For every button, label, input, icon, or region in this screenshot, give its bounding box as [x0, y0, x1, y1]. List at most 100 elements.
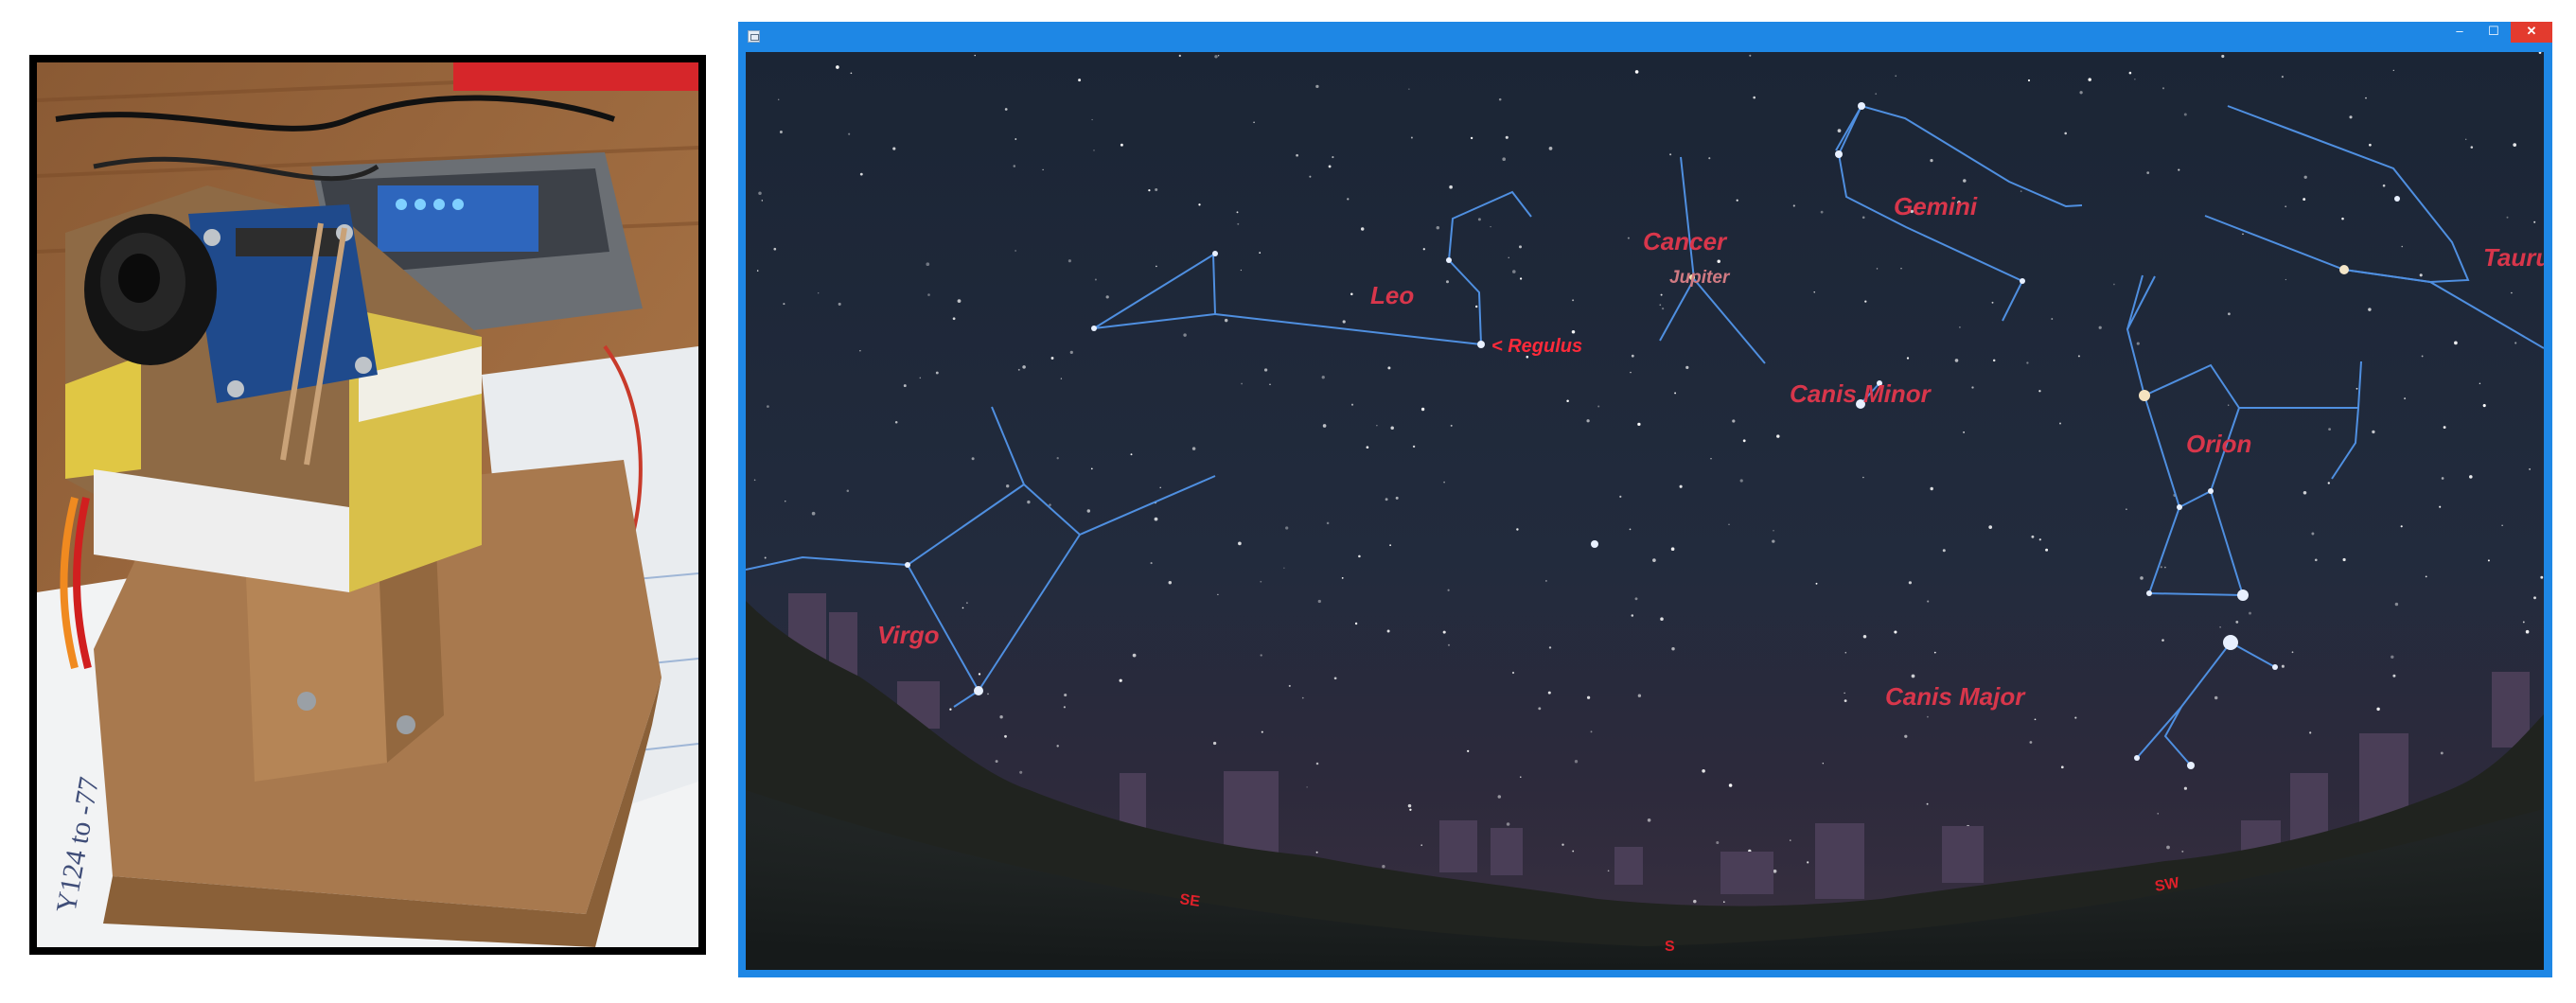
- star: [1561, 843, 1564, 846]
- star: [2242, 233, 2244, 236]
- star: [1436, 225, 1440, 230]
- window-titlebar[interactable]: – ☐ ✕: [738, 22, 2552, 50]
- minimize-button[interactable]: –: [2456, 24, 2463, 38]
- star: [783, 303, 785, 306]
- star: [1574, 760, 1579, 764]
- star: [1358, 554, 1361, 558]
- star: [1661, 307, 1665, 310]
- app-icon: [748, 30, 760, 43]
- jupiter-label: Jupiter: [1669, 268, 1731, 288]
- star: [2487, 559, 2490, 562]
- star: [1959, 326, 1961, 328]
- taurus-lines: [2343, 269, 2544, 349]
- virgo-lines: [906, 484, 1081, 693]
- star: [2342, 557, 2346, 562]
- star: [1904, 734, 1908, 738]
- taurus-label: Taurus: [2483, 243, 2544, 272]
- star: [1408, 88, 1410, 90]
- status-led-row: [396, 199, 464, 210]
- star: [2029, 741, 2033, 744]
- star: [1749, 54, 1752, 57]
- star: [1512, 270, 1516, 273]
- star: [1013, 165, 1016, 167]
- star: [2136, 342, 2140, 345]
- star: [1064, 693, 1067, 697]
- star: [1130, 453, 1133, 456]
- star: [1875, 93, 1878, 96]
- cancer-label: Cancer: [1643, 227, 1728, 255]
- orion-label: Orion: [2186, 430, 2251, 458]
- star: [2126, 508, 2127, 511]
- star: [2303, 175, 2307, 179]
- star: [1659, 304, 1662, 307]
- star: [2140, 576, 2144, 580]
- star: [1236, 211, 1239, 214]
- star: [2540, 575, 2544, 579]
- star: [2533, 220, 2536, 223]
- star: [1159, 486, 1161, 489]
- star: [1450, 424, 1453, 427]
- star: [2281, 76, 2284, 79]
- star: [2157, 813, 2159, 815]
- star: [2400, 525, 2403, 528]
- star: [1511, 671, 1515, 675]
- orion-lines: [2144, 395, 2240, 509]
- camera-mount-photo: Y124 to -77: [29, 55, 706, 955]
- star: [1637, 694, 1642, 697]
- star: [2469, 475, 2473, 479]
- star: [1301, 696, 1304, 699]
- star: [1214, 55, 1218, 59]
- star: [1326, 521, 1330, 525]
- star: [2160, 566, 2162, 569]
- virgo-lines: [991, 406, 1216, 537]
- star: [1241, 382, 1243, 385]
- star: [2045, 548, 2049, 552]
- orion-lines: [2126, 274, 2144, 330]
- star: [1497, 795, 1502, 799]
- star: [1490, 225, 1491, 228]
- star: [2164, 566, 2166, 569]
- close-button[interactable]: ✕: [2511, 22, 2552, 43]
- star: [2113, 283, 2115, 286]
- star: [1538, 707, 1542, 711]
- star: [1988, 525, 1993, 529]
- star: [2421, 355, 2424, 358]
- star: [1410, 136, 1413, 139]
- star: [1091, 118, 1093, 121]
- star: [836, 65, 839, 69]
- star: [1753, 96, 1756, 99]
- star: [2392, 69, 2394, 72]
- star: [1586, 419, 1590, 423]
- sky-view[interactable]: Leo Cancer Gemini Taurus Canis Minor Ori…: [746, 52, 2544, 970]
- star: [1634, 597, 1638, 601]
- virgo-lines: [746, 555, 909, 571]
- star: [1906, 357, 1910, 360]
- star: [2355, 387, 2358, 390]
- star: [1619, 495, 1622, 498]
- star: [1790, 839, 1791, 841]
- star: [1422, 248, 1425, 251]
- star: [1670, 547, 1675, 552]
- star: [2303, 491, 2307, 495]
- star: [2281, 664, 2285, 668]
- star: [1520, 776, 1522, 778]
- star: [1637, 422, 1641, 427]
- star: [2365, 97, 2367, 99]
- star: [1674, 392, 1677, 395]
- star: [1443, 481, 1445, 484]
- star: [1259, 252, 1262, 254]
- star: [1288, 684, 1291, 687]
- star-field: [747, 52, 2544, 905]
- star: [1991, 301, 1994, 304]
- star: [1630, 371, 1632, 374]
- star: [1820, 210, 1824, 214]
- star: [1693, 899, 1697, 904]
- star: [1022, 365, 1026, 369]
- maximize-button[interactable]: ☐: [2488, 24, 2499, 38]
- star: [2235, 621, 2239, 624]
- star: [2146, 171, 2150, 174]
- star: [1056, 745, 1059, 748]
- star: [926, 262, 930, 267]
- star: [1732, 419, 1736, 423]
- star: [957, 299, 962, 303]
